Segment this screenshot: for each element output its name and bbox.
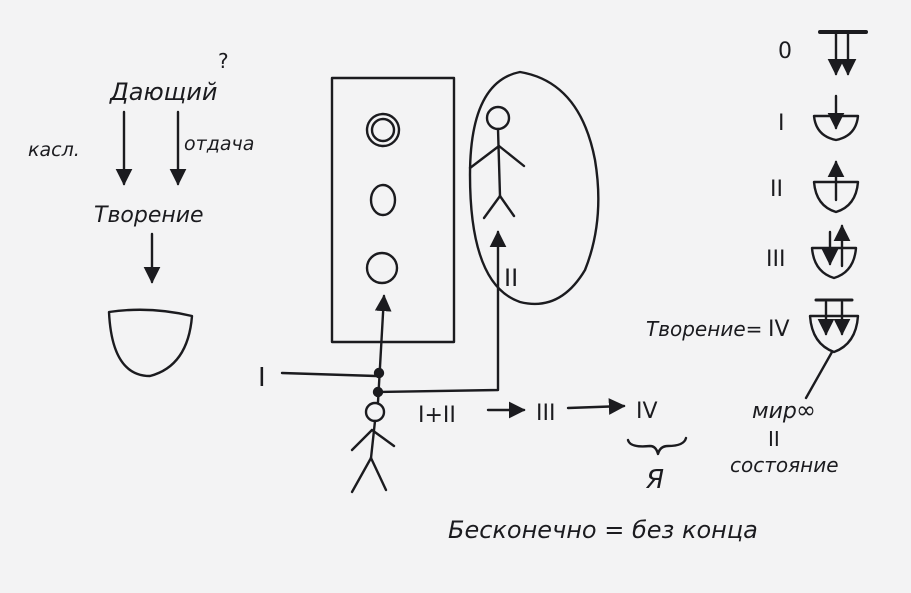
worlds-rectangle bbox=[330, 76, 456, 344]
stage-two-vessel bbox=[812, 180, 860, 214]
stage-one-vessel bbox=[812, 114, 860, 142]
path-to-worlds-arrow bbox=[374, 294, 392, 404]
level-circle-bottom bbox=[365, 251, 399, 285]
level-circle-middle bbox=[369, 183, 397, 217]
right-stage-one-label: I bbox=[778, 111, 785, 136]
infinite-definition: Бесконечно = без конца bbox=[448, 516, 758, 544]
sum-one-two-label: I+II bbox=[418, 403, 456, 428]
state-label: состояние bbox=[730, 453, 839, 477]
creation-to-world-line bbox=[804, 350, 834, 400]
bestowal-label: отдача bbox=[184, 133, 254, 155]
infinity-symbol: ∞ bbox=[796, 396, 816, 424]
junction-dot-upper bbox=[373, 367, 385, 379]
right-stage-three-label: III bbox=[766, 247, 785, 272]
figure-in-oval bbox=[468, 105, 526, 220]
stage-two-path-arrow bbox=[378, 230, 507, 394]
self-label: Я bbox=[645, 465, 664, 495]
giver-question-mark: ? bbox=[218, 49, 229, 73]
right-stage-four-label: IV bbox=[768, 317, 790, 342]
vessel-bowl bbox=[107, 308, 194, 378]
right-stage-two-label: II bbox=[770, 177, 783, 202]
stage-four-vessel bbox=[808, 314, 860, 354]
stage-two-label: II bbox=[504, 264, 518, 292]
level-circle-top bbox=[365, 112, 401, 148]
stage-one-label: I bbox=[258, 363, 266, 393]
figure-bottom bbox=[350, 401, 396, 494]
creation-label: Творение bbox=[94, 203, 204, 228]
stage-three-vessel bbox=[810, 246, 858, 280]
world-label: мир bbox=[752, 399, 797, 424]
creation-equals-label: Творение= bbox=[646, 317, 762, 341]
stage-four-label: IV bbox=[636, 399, 658, 424]
soul-oval bbox=[468, 70, 600, 306]
level-circle-top-inner bbox=[370, 117, 396, 143]
receiving-label: касл. bbox=[28, 139, 80, 161]
giver-label: Дающий bbox=[109, 78, 217, 106]
equals-vertical-mark: II bbox=[768, 427, 780, 451]
right-stage-zero-label: 0 bbox=[778, 39, 792, 64]
stage-three-label: III bbox=[536, 401, 555, 426]
stage-one-pointer bbox=[280, 371, 378, 378]
three-to-four-arrow bbox=[566, 398, 626, 415]
self-brace bbox=[626, 436, 688, 456]
